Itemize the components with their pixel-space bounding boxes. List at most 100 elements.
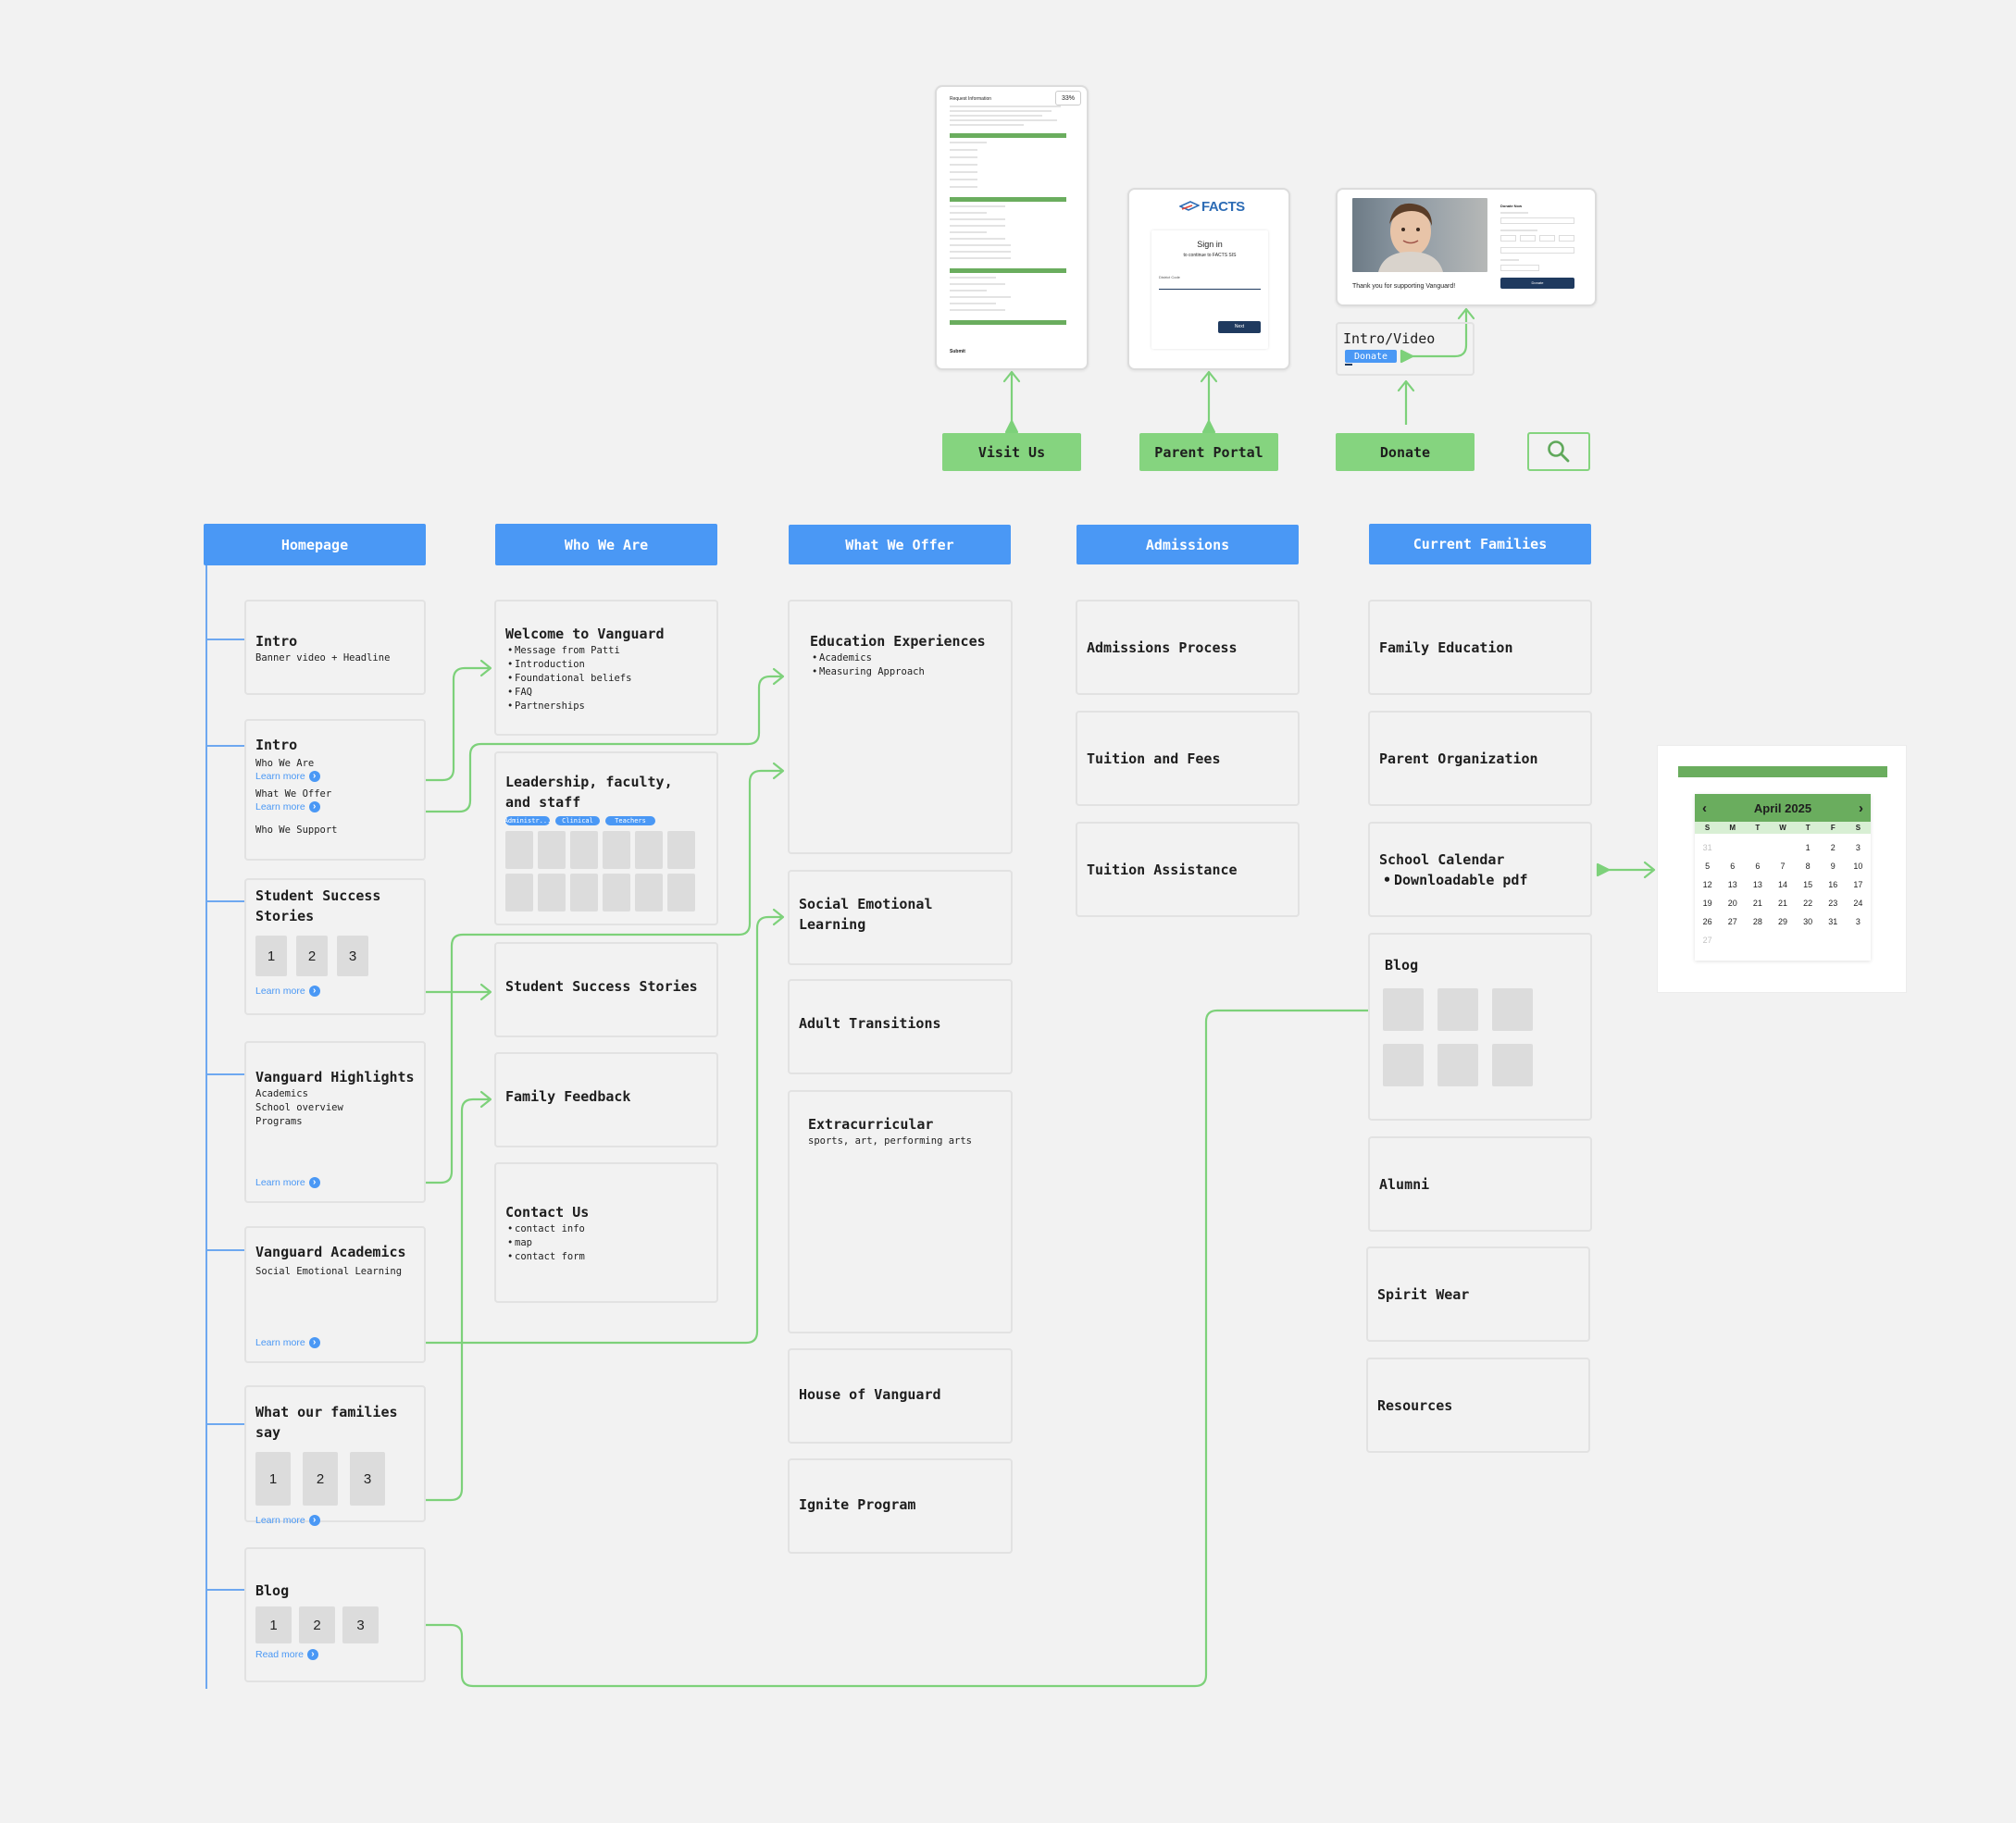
calendar-next-icon[interactable]: ›	[1859, 800, 1863, 816]
homepage-card-highlights[interactable]: Vanguard Highlights Academics School ove…	[244, 1041, 426, 1203]
calendar-day[interactable]: 10	[1853, 862, 1863, 871]
staff-photo[interactable]	[603, 874, 630, 912]
learn-more-link[interactable]: Learn more›	[255, 1337, 320, 1348]
who-card-contact-us[interactable]: Contact Us contact info map contact form	[494, 1162, 718, 1303]
offer-card-ignite[interactable]: Ignite Program	[788, 1458, 1013, 1554]
learn-more-link[interactable]: Learn more›	[255, 1515, 415, 1526]
donate-button[interactable]: Donate	[1336, 433, 1475, 471]
calendar-day[interactable]: 19	[1702, 899, 1712, 908]
learn-more-link[interactable]: Learn more›	[255, 986, 415, 997]
calendar-day[interactable]: 21	[1752, 899, 1762, 908]
header-who-we-are[interactable]: Who We Are	[495, 524, 717, 565]
learn-more-link[interactable]: Learn more›	[255, 801, 415, 812]
staff-filter-tag[interactable]: Teachers	[605, 816, 655, 825]
staff-photo[interactable]	[505, 874, 533, 912]
calendar-day[interactable]: 17	[1853, 880, 1863, 889]
testimonial-thumb[interactable]: 3	[350, 1452, 385, 1506]
staff-photo[interactable]	[667, 831, 695, 869]
learn-more-link[interactable]: Learn more›	[255, 771, 415, 782]
blog-thumb[interactable]: 3	[342, 1606, 379, 1643]
calendar-day[interactable]: 24	[1853, 899, 1863, 908]
calendar-day[interactable]: 3	[1855, 917, 1860, 926]
calendar-day[interactable]: 13	[1752, 880, 1762, 889]
header-homepage[interactable]: Homepage	[204, 524, 426, 565]
calendar-day[interactable]: 27	[1727, 917, 1737, 926]
families-card-spirit-wear[interactable]: Spirit Wear	[1366, 1246, 1590, 1342]
calendar-day[interactable]: 28	[1752, 917, 1762, 926]
calendar-day[interactable]: 23	[1828, 899, 1838, 908]
calendar-day[interactable]: 31	[1828, 917, 1838, 926]
calendar-day[interactable]: 7	[1780, 862, 1786, 871]
staff-photo[interactable]	[570, 831, 598, 869]
homepage-card-blog[interactable]: Blog 1 2 3 Read more›	[244, 1547, 426, 1682]
offer-card-extracurricular[interactable]: Extracurricular sports, art, performing …	[788, 1090, 1013, 1333]
families-card-alumni[interactable]: Alumni	[1368, 1136, 1592, 1232]
header-what-we-offer[interactable]: What We Offer	[789, 525, 1011, 564]
calendar-day[interactable]: 29	[1777, 917, 1787, 926]
calendar-day[interactable]: 30	[1803, 917, 1813, 926]
who-card-leadership[interactable]: Leadership, faculty, and staff Administr…	[494, 751, 718, 925]
intro-video-donate-button[interactable]: Donate	[1345, 350, 1397, 363]
story-thumb[interactable]: 3	[337, 936, 368, 976]
calendar-day[interactable]: 9	[1830, 862, 1836, 871]
blog-post-thumb[interactable]	[1492, 988, 1533, 1031]
calendar-day[interactable]: 3	[1855, 843, 1860, 852]
blog-post-thumb[interactable]	[1437, 988, 1478, 1031]
blog-post-thumb[interactable]	[1383, 988, 1424, 1031]
staff-photo[interactable]	[505, 831, 533, 869]
calendar-day[interactable]: 27	[1702, 936, 1712, 945]
calendar-day[interactable]: 12	[1702, 880, 1712, 889]
calendar-day[interactable]: 21	[1777, 899, 1787, 908]
offer-card-house-of-vanguard[interactable]: House of Vanguard	[788, 1348, 1013, 1444]
calendar-day[interactable]: 26	[1702, 917, 1712, 926]
who-card-welcome[interactable]: Welcome to Vanguard Message from Patti I…	[494, 600, 718, 736]
staff-photo[interactable]	[603, 831, 630, 869]
offer-card-education[interactable]: Education Experiences Academics Measurin…	[788, 600, 1013, 854]
learn-more-link[interactable]: Learn more›	[255, 1177, 320, 1188]
calendar-day[interactable]: 5	[1705, 862, 1711, 871]
families-card-school-calendar[interactable]: School Calendar •Downloadable pdf	[1368, 822, 1592, 917]
homepage-card-families-say[interactable]: What our families say 1 2 3 Learn more›	[244, 1385, 426, 1526]
who-card-family-feedback[interactable]: Family Feedback	[494, 1052, 718, 1147]
calendar-day[interactable]: 31	[1702, 843, 1712, 852]
testimonial-thumb[interactable]: 1	[255, 1452, 291, 1506]
calendar-day[interactable]: 8	[1805, 862, 1811, 871]
blog-thumb[interactable]: 1	[255, 1606, 292, 1643]
calendar-day[interactable]: 14	[1777, 880, 1787, 889]
staff-photo[interactable]	[635, 874, 663, 912]
homepage-card-academics[interactable]: Vanguard Academics Social Emotional Lear…	[244, 1226, 426, 1363]
families-card-family-education[interactable]: Family Education	[1368, 600, 1592, 695]
calendar-day[interactable]: 16	[1828, 880, 1838, 889]
blog-thumb[interactable]: 2	[299, 1606, 335, 1643]
blog-post-thumb[interactable]	[1492, 1044, 1533, 1086]
families-card-parent-organization[interactable]: Parent Organization	[1368, 711, 1592, 806]
staff-filter-tag[interactable]: Administr...	[504, 816, 552, 825]
calendar-day[interactable]: 2	[1830, 843, 1836, 852]
blog-post-thumb[interactable]	[1437, 1044, 1478, 1086]
admissions-card-tuition-assistance[interactable]: Tuition Assistance	[1076, 822, 1300, 917]
homepage-card-intro-sections[interactable]: Intro Who We Are Learn more› What We Off…	[244, 719, 426, 861]
story-thumb[interactable]: 1	[255, 936, 287, 976]
staff-photo[interactable]	[667, 874, 695, 912]
homepage-card-student-success[interactable]: Student Success Stories 1 2 3 Learn more…	[244, 878, 426, 1015]
staff-filter-tag[interactable]: Clinical	[555, 816, 600, 825]
who-card-success-stories[interactable]: Student Success Stories	[494, 942, 718, 1037]
parent-portal-button[interactable]: Parent Portal	[1139, 433, 1278, 471]
calendar-day[interactable]: 20	[1727, 899, 1737, 908]
header-admissions[interactable]: Admissions	[1076, 525, 1299, 564]
admissions-card-tuition-fees[interactable]: Tuition and Fees	[1076, 711, 1300, 806]
calendar-day[interactable]: 22	[1803, 899, 1813, 908]
families-card-resources[interactable]: Resources	[1366, 1358, 1590, 1453]
staff-photo[interactable]	[538, 831, 566, 869]
calendar-prev-icon[interactable]: ‹	[1702, 800, 1707, 816]
offer-card-sel[interactable]: Social Emotional Learning	[788, 870, 1013, 965]
read-more-link[interactable]: Read more›	[255, 1649, 415, 1660]
offer-card-adult-transitions[interactable]: Adult Transitions	[788, 979, 1013, 1074]
search-button[interactable]	[1527, 432, 1590, 471]
admissions-card-process[interactable]: Admissions Process	[1076, 600, 1300, 695]
homepage-card-intro-banner[interactable]: Intro Banner video + Headline	[244, 600, 426, 695]
calendar-day[interactable]: 6	[1755, 862, 1761, 871]
staff-photo[interactable]	[635, 831, 663, 869]
families-card-blog[interactable]: Blog	[1368, 933, 1592, 1121]
visit-us-button[interactable]: Visit Us	[942, 433, 1081, 471]
